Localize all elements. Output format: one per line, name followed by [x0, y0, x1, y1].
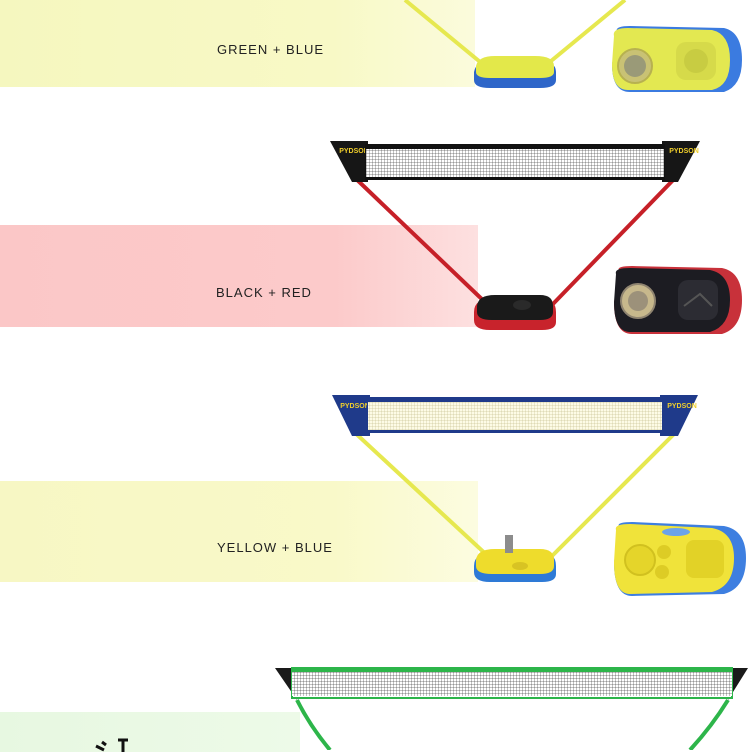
carry-case-black-red: [614, 266, 742, 334]
svg-text:PYDSON: PYDSON: [340, 403, 370, 410]
net-stand-green-partial: [275, 667, 748, 750]
variant-label-yellow-blue: YELLOW + BLUE: [217, 540, 333, 555]
net-stand-green-blue: [403, 0, 627, 88]
svg-text:PYDSON: PYDSON: [667, 403, 697, 410]
variant-label-black-red: BLACK + RED: [216, 285, 312, 300]
svg-text:PYDSON: PYDSON: [339, 148, 369, 155]
variant-band-yellow-blue: [0, 481, 478, 582]
variant-band-black-red: [0, 225, 478, 327]
variant-band-green-blue: [0, 0, 475, 87]
variant-band-next: [0, 712, 300, 752]
carry-case-green-blue: [612, 26, 742, 92]
carry-case-yellow-blue: [614, 522, 746, 596]
variant-label-green-blue: GREEN + BLUE: [217, 42, 325, 57]
net-stand-yellow-blue: PYDSON PYDSON: [332, 395, 698, 582]
net-stand-black-red: PYDSON PYDSON: [330, 141, 700, 330]
svg-text:PYDSON: PYDSON: [669, 148, 699, 155]
